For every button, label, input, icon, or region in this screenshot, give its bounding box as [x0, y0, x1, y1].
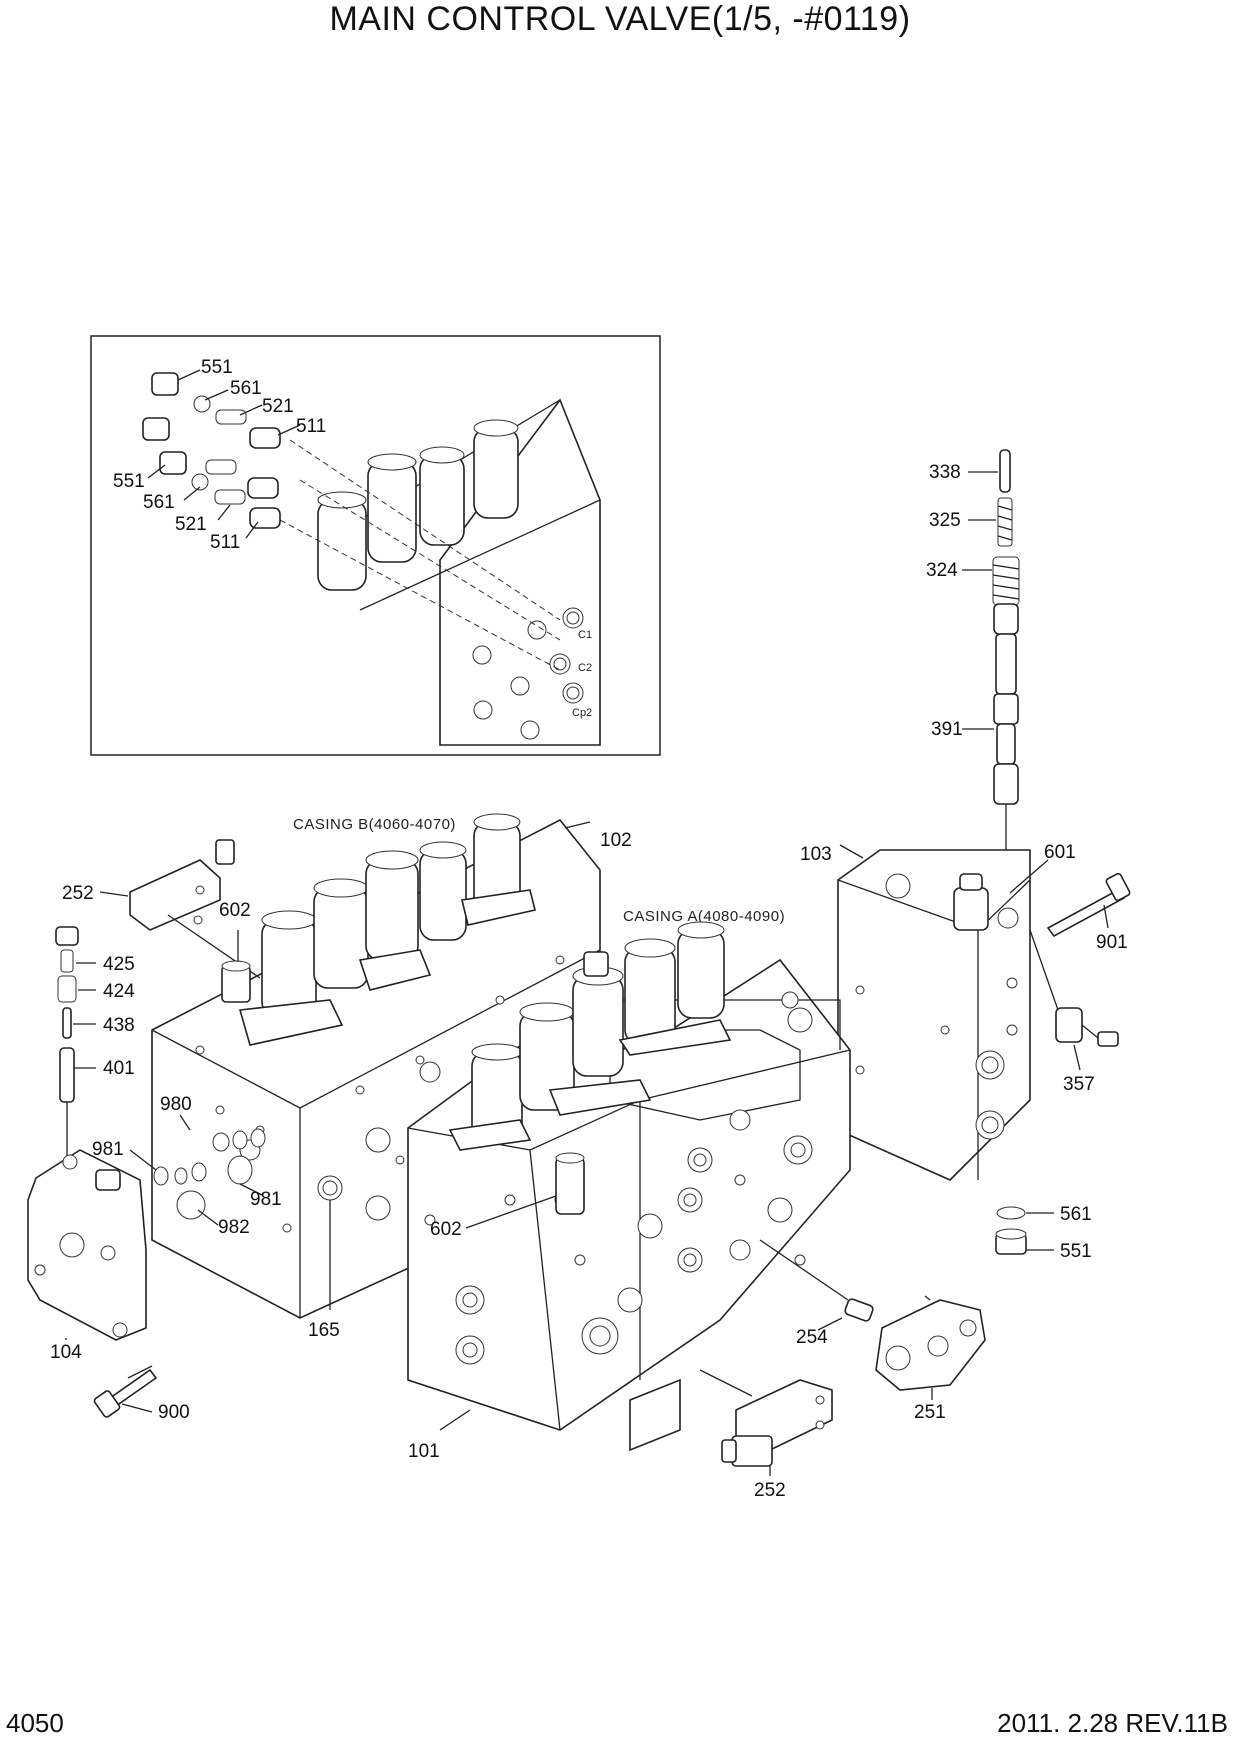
page-title: MAIN CONTROL VALVE(1/5, -#0119): [329, 0, 911, 38]
bolt-900: [93, 1365, 158, 1418]
inset-solenoid-4: [473, 419, 519, 519]
solenoids-block-101: [448, 921, 732, 1151]
callout-103: 103: [800, 844, 832, 865]
callout-357: 357: [1063, 1074, 1095, 1095]
callout-338: 338: [929, 462, 961, 483]
callout-inset-561-b: 561: [143, 492, 175, 513]
inset-port-rings: [472, 607, 584, 740]
callout-981-right: 981: [250, 1189, 282, 1210]
inset-spring-521-c: [214, 489, 246, 505]
port-cp2-label: Cp2: [572, 707, 592, 719]
oring-561: [996, 1206, 1054, 1220]
part-601: [953, 873, 989, 931]
callout-inset-521-a: 521: [262, 396, 294, 417]
left-spool-stack: [55, 926, 96, 1160]
casing-b-label: CASING B(4060-4070): [293, 816, 456, 833]
inset-solenoid-2: [367, 453, 417, 563]
pin-438: [62, 1007, 72, 1039]
callout-401: 401: [103, 1058, 135, 1079]
callout-900: 900: [158, 1402, 190, 1423]
callout-424: 424: [103, 981, 135, 1002]
solenoids-block-102: [238, 813, 536, 1046]
port-c1-label: C1: [578, 629, 592, 641]
inset-spool-511-b: [247, 477, 279, 499]
callout-inset-511-b: 511: [210, 532, 240, 553]
inset-spring-521-b: [205, 459, 237, 475]
reducing-valve-252-bottom: [699, 1369, 833, 1476]
callout-601: 601: [1044, 842, 1076, 863]
callout-252-top: 252: [62, 883, 94, 904]
callout-inset-551-b: 551: [113, 471, 145, 492]
inset-solenoid-3: [419, 446, 465, 546]
valve-block-103: [837, 844, 1066, 1181]
callout-391: 391: [931, 719, 963, 740]
inset-detail-box: C1 C2 Cp2: [90, 335, 661, 756]
page-number: 4050: [6, 1708, 64, 1738]
bolt-901: [1046, 872, 1131, 938]
spring-424: [57, 975, 77, 1003]
callout-254: 254: [796, 1327, 828, 1348]
fitting-254: [759, 1239, 874, 1331]
revision-date: 2011. 2.28 REV.11B: [997, 1708, 1228, 1738]
relief-valve-602: [555, 1157, 585, 1215]
spring-324: [992, 556, 1020, 606]
part-602-top: [221, 930, 251, 1003]
spool-stack-right: [962, 449, 1020, 900]
inset-oring-561-b: [191, 473, 209, 491]
callout-inset-561-a: 561: [230, 378, 262, 399]
spring-425: [60, 949, 74, 973]
port-c2-label: C2: [578, 662, 592, 674]
cover-block-104: [27, 1149, 147, 1341]
part-357: [1055, 1007, 1119, 1071]
oring-group: [129, 1114, 266, 1226]
inset-plug-551-a: [151, 372, 179, 396]
callout-inset-521-b: 521: [175, 514, 207, 535]
inset-spring-521-a: [215, 409, 247, 425]
callout-438: 438: [103, 1015, 135, 1036]
pin-338: [999, 449, 1011, 493]
callout-561: 561: [1060, 1204, 1092, 1225]
callout-425: 425: [103, 954, 135, 975]
callout-602-top: 602: [219, 900, 251, 921]
callout-982: 982: [218, 1217, 250, 1238]
inset-solenoid-1: [317, 491, 367, 591]
inset-spool-511-a: [249, 427, 281, 449]
spool-401: [59, 1047, 75, 1103]
callout-901: 901: [1096, 932, 1128, 953]
callout-inset-511-a: 511: [296, 416, 326, 437]
casing-a-label: CASING A(4080-4090): [623, 908, 785, 925]
reducing-valve-252-top: [99, 839, 261, 979]
callout-325: 325: [929, 510, 961, 531]
callout-165: 165: [308, 1320, 340, 1341]
spring-325: [997, 497, 1013, 547]
callout-324: 324: [926, 560, 958, 581]
callout-602-mid: 602: [430, 1219, 462, 1240]
inset-spool-511-c: [249, 507, 281, 529]
plug-425: [55, 926, 79, 946]
port-cap: [885, 873, 911, 899]
plug-551: [995, 1228, 1054, 1255]
callout-981-left: 981: [92, 1139, 124, 1160]
callout-980: 980: [160, 1094, 192, 1115]
callout-101: 101: [408, 1441, 440, 1462]
inset-plug-551-b: [142, 417, 170, 441]
callout-251: 251: [914, 1402, 946, 1423]
inset-plug-551-c: [159, 451, 187, 475]
callout-252-bottom: 252: [754, 1480, 786, 1501]
callout-inset-551-a: 551: [201, 357, 233, 378]
spool-391: [993, 603, 1019, 805]
callout-551: 551: [1060, 1241, 1092, 1262]
valve-251: [875, 1295, 986, 1400]
callout-102: 102: [600, 830, 632, 851]
callout-104: 104: [50, 1342, 82, 1363]
